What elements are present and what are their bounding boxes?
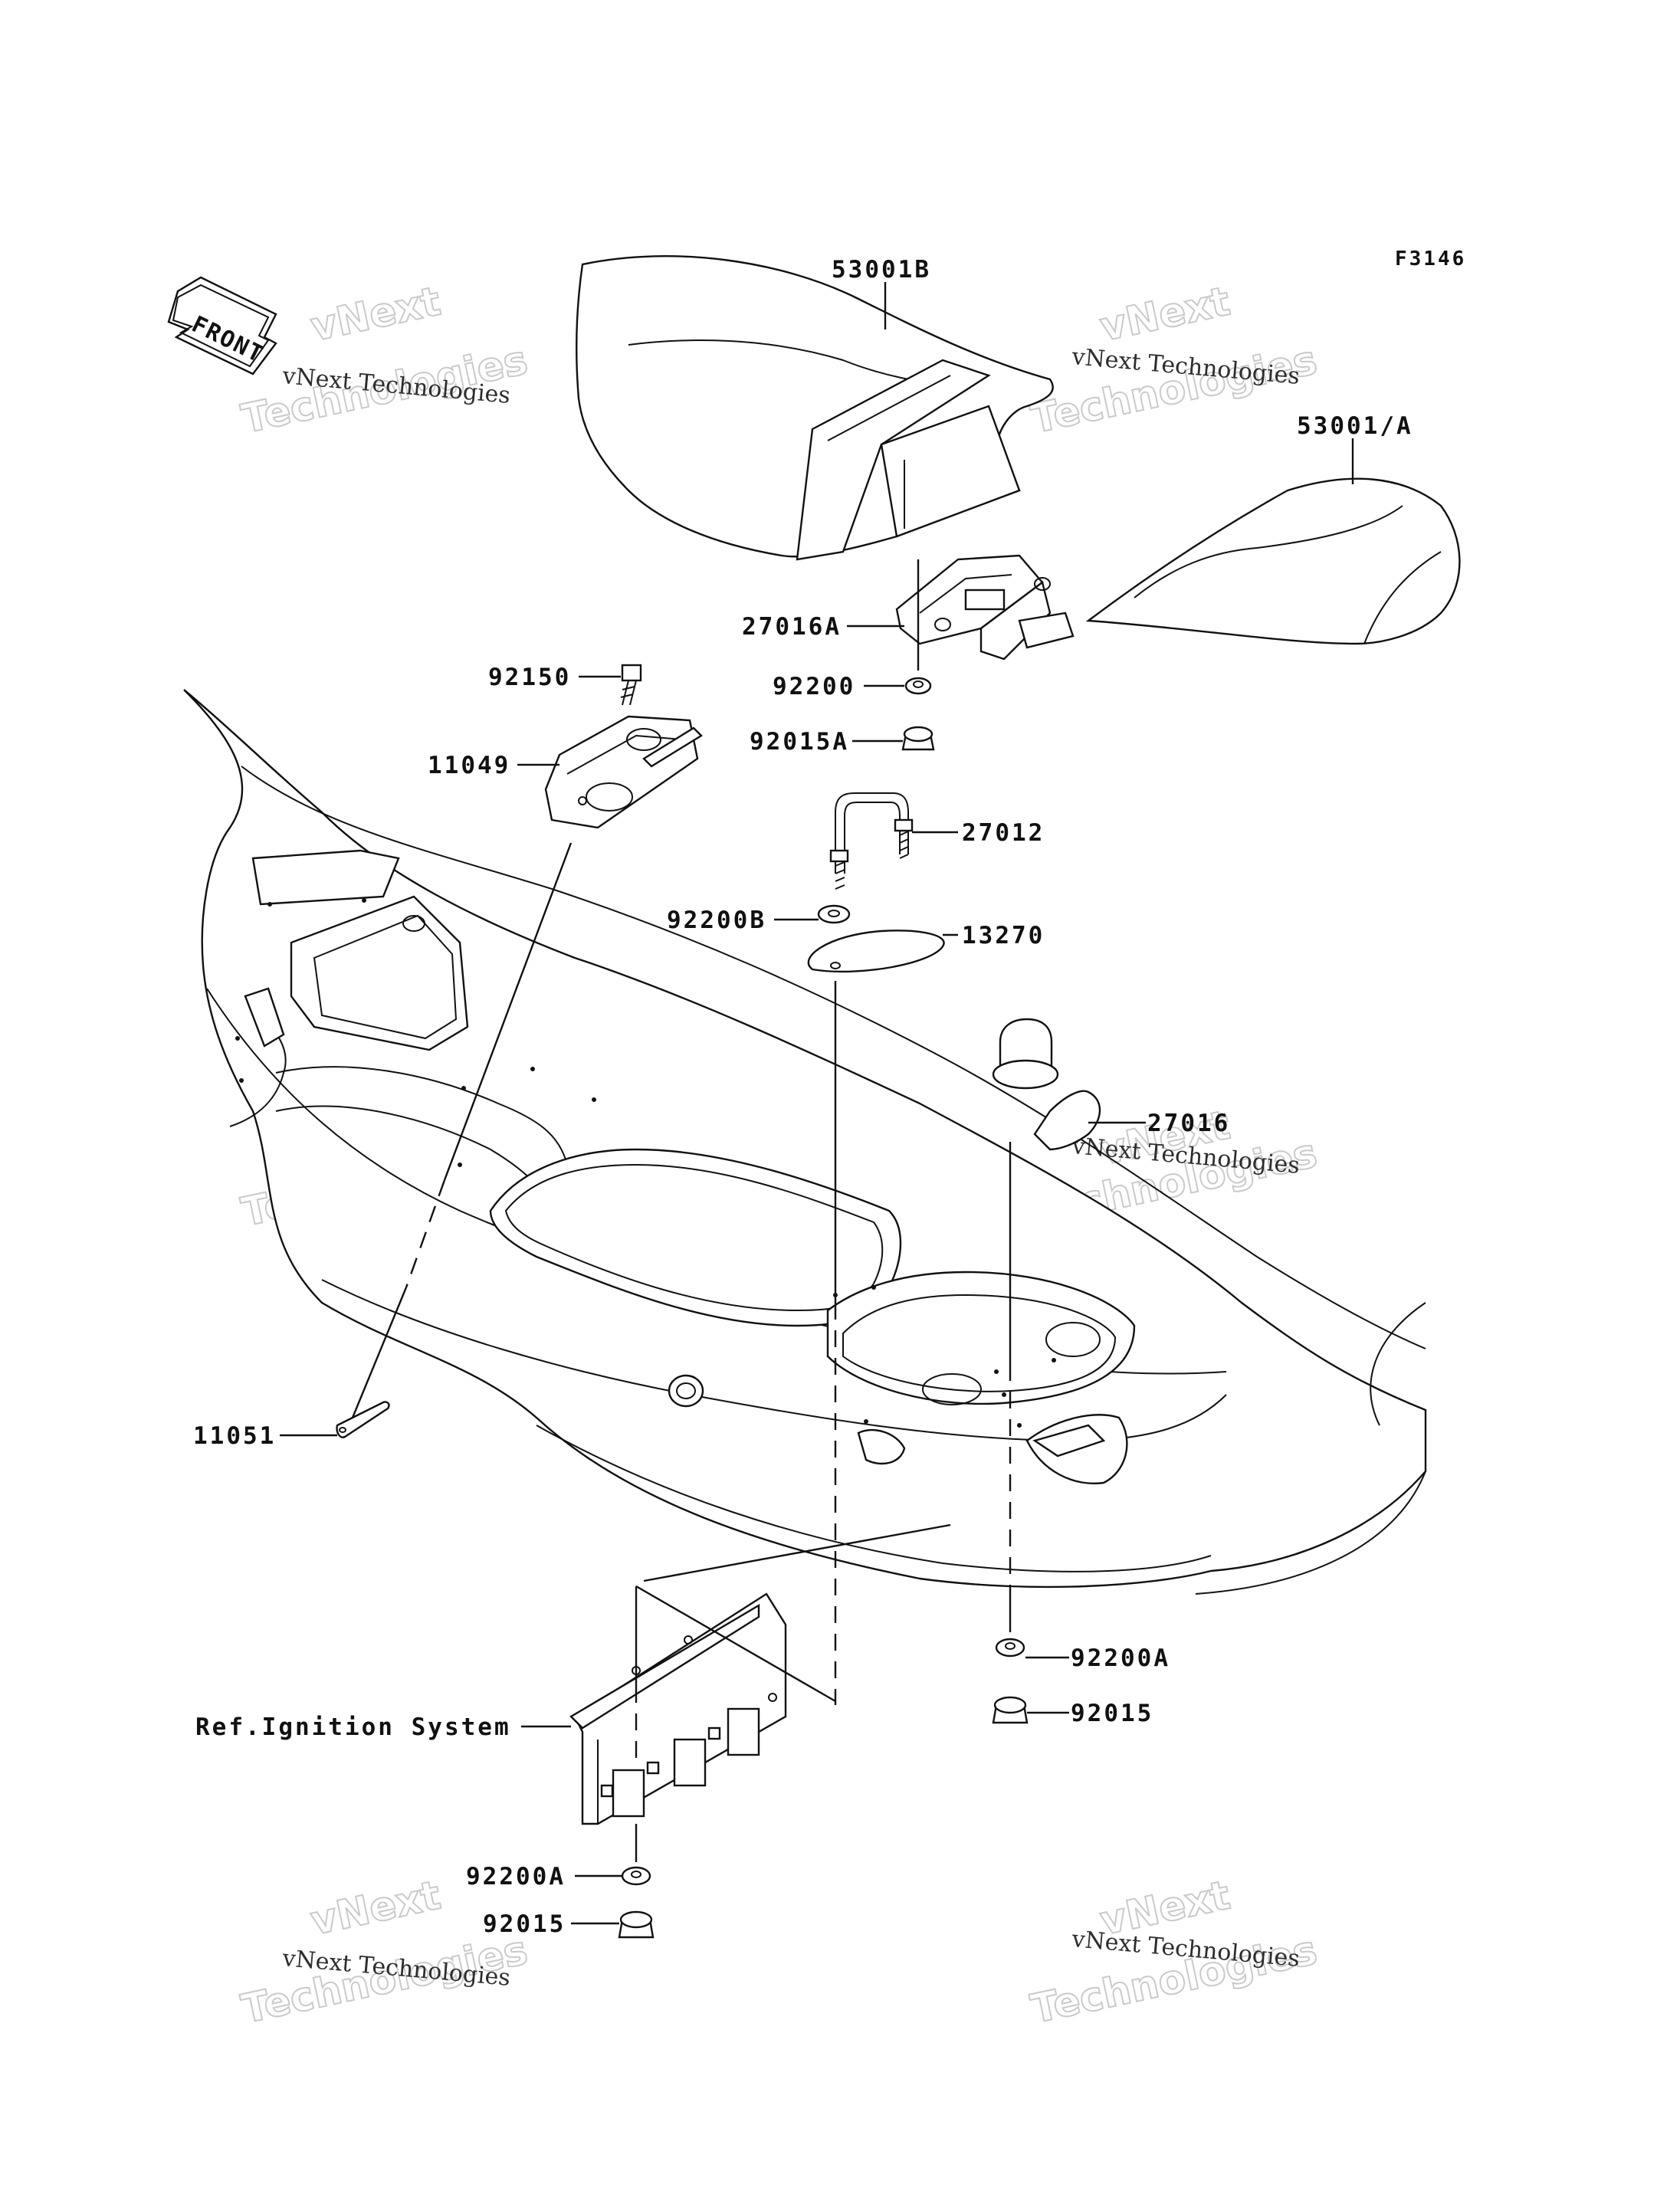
washer-92200a-right [995, 1638, 1025, 1658]
label-92200a-left: 92200A [466, 1863, 566, 1890]
hull-dots [235, 898, 1056, 1428]
washer-92200 [904, 677, 932, 695]
washer-92200b [817, 904, 851, 924]
label-13270: 13270 [962, 922, 1045, 949]
watermark-top-left: vNext Technologies vNext Technologies [237, 277, 532, 443]
nut-92015a [901, 726, 935, 751]
label-11049: 11049 [428, 752, 510, 779]
bracket-11049 [544, 715, 703, 829]
washer-92200b-hole [828, 910, 840, 917]
strap-11051 [336, 1401, 390, 1438]
washer-92200a-left-hole [631, 1871, 641, 1878]
label-92200: 92200 [773, 673, 855, 700]
nut-92015-left [618, 1910, 655, 1939]
washer-92200-hole [913, 680, 924, 688]
front-arrow-icon: FRONT [167, 276, 277, 375]
svg-text:vNext: vNext [307, 278, 445, 350]
bumper-27016 [992, 1018, 1101, 1151]
watermark-bottom-left: vNext Technologies vNext Technologies [237, 1871, 532, 2033]
figure-code: F3146 [1395, 248, 1466, 271]
label-53001b: 53001B [832, 256, 931, 284]
label-92150: 92150 [488, 664, 571, 691]
washer-92200a-left [621, 1866, 651, 1886]
ignition-box [569, 1592, 787, 1825]
label-92015-left: 92015 [483, 1910, 566, 1938]
label-27012: 27012 [962, 819, 1045, 847]
seat-latch [895, 554, 1075, 661]
svg-text:vNext: vNext [307, 1872, 445, 1944]
label-53001a: 53001/A [1297, 412, 1413, 440]
plate-13270 [807, 930, 945, 973]
leader-lines [280, 282, 1354, 1925]
label-27016: 27016 [1147, 1110, 1230, 1137]
watermark-bottom-right: vNext Technologies vNext Technologies [1026, 1871, 1321, 2033]
label-ref-ignition-system: Ref.Ignition System [195, 1713, 511, 1741]
label-92200a-right: 92200A [1071, 1644, 1170, 1672]
watermark-top-right: vNext Technologies vNext Technologies [1026, 277, 1321, 443]
bolt-92150 [620, 664, 642, 706]
u-bolt [829, 792, 914, 890]
seat-front [576, 255, 1054, 561]
label-92200b: 92200B [667, 907, 766, 934]
svg-text:vNext: vNext [1096, 278, 1234, 350]
washer-92200a-right-hole [1005, 1642, 1016, 1650]
construction-lines [351, 559, 1012, 1862]
plate-13270-hole [830, 962, 841, 969]
seat-rear [1085, 477, 1461, 645]
label-11051: 11051 [193, 1422, 276, 1450]
label-92015a: 92015A [750, 728, 849, 756]
label-27016a: 27016A [742, 613, 842, 641]
nut-92015-right [992, 1696, 1029, 1724]
hull-body [183, 689, 1427, 1595]
label-92015-right: 92015 [1071, 1700, 1153, 1727]
